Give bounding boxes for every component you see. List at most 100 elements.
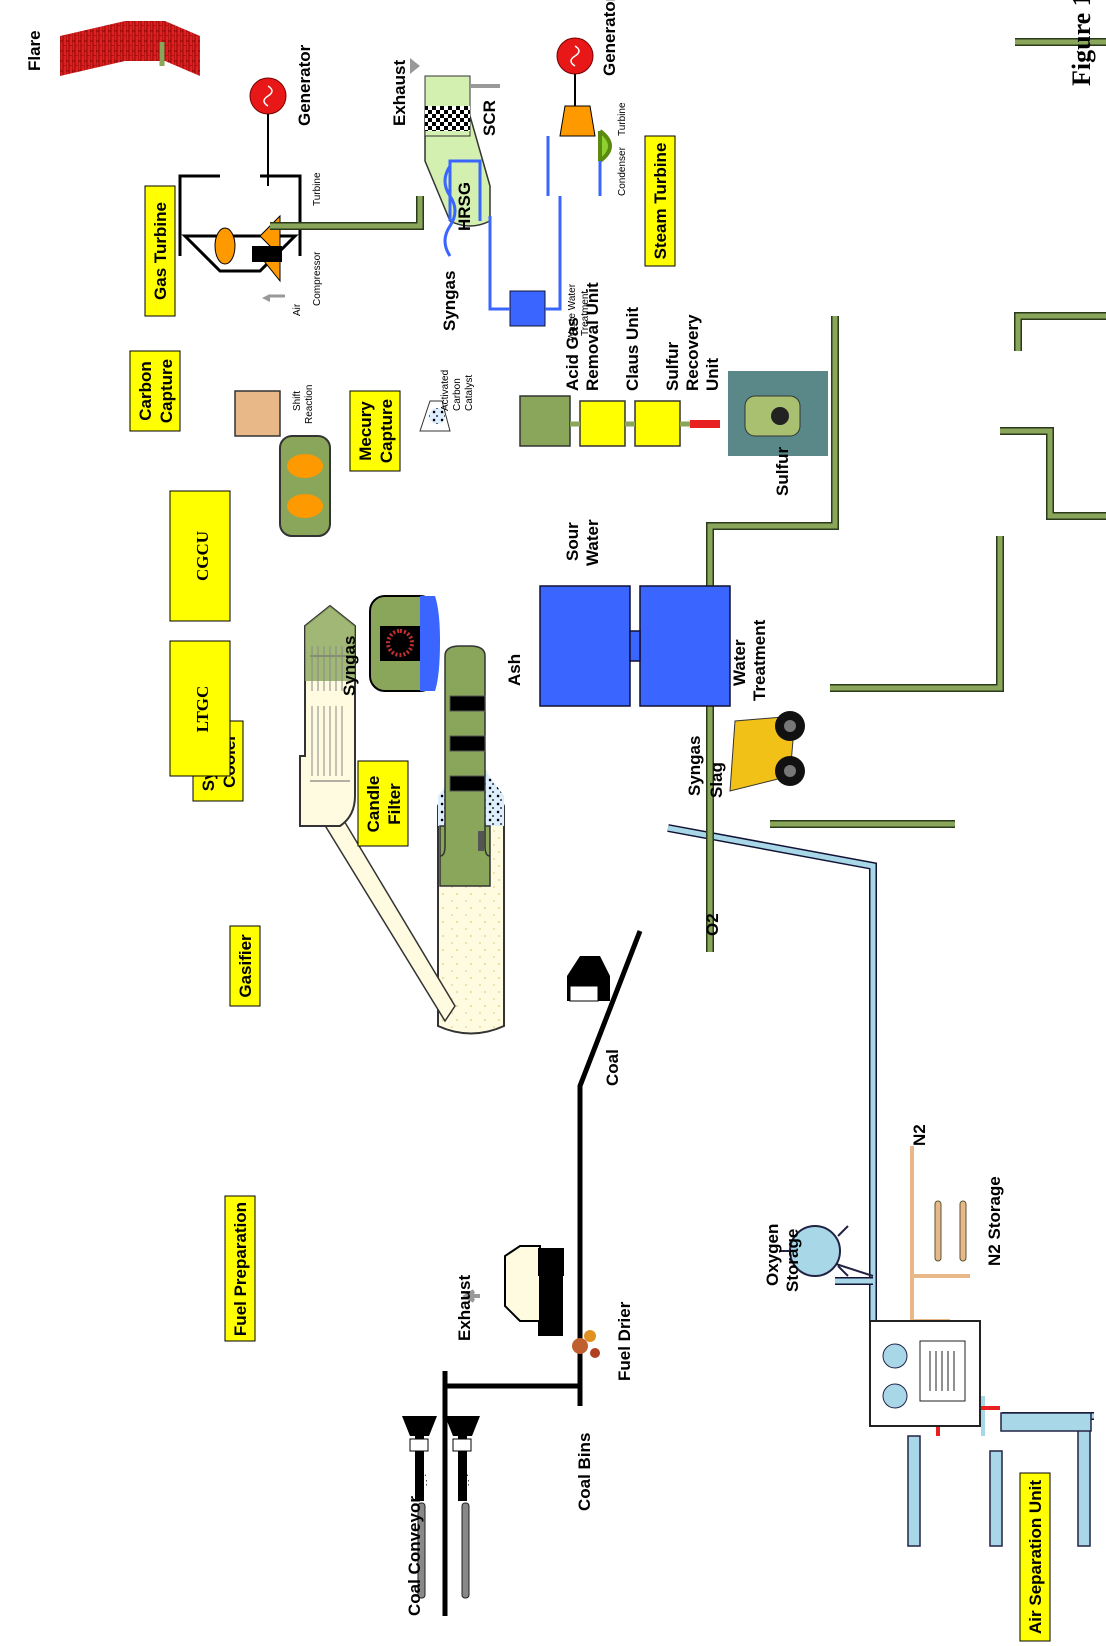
mercury-capture-bed — [419, 400, 451, 432]
label-oxygen-1: Oxygen — [763, 1224, 782, 1286]
coal-feed-hopper — [567, 956, 610, 1002]
label-n2-storage: N2 Storage — [985, 1176, 1004, 1266]
label-sru-3: Unit — [703, 358, 722, 391]
candle-filter-label-2: Filter — [385, 783, 404, 825]
oxygen-storage-sphere — [780, 1225, 874, 1277]
gas-turbine-label: Gas Turbine — [151, 202, 170, 300]
label-compressor: Compressor — [312, 251, 323, 306]
label-exhaust-hrsg: Exhaust — [390, 60, 409, 126]
label-box-gasifier: Gasifier — [229, 925, 261, 1007]
label-scr: SCR — [480, 100, 499, 136]
air-separation-label: Air Separation Unit — [1026, 1480, 1045, 1634]
svg-text:∴ ·: ∴ · — [462, 1474, 473, 1486]
cgcu-label: CGCU — [193, 531, 212, 581]
label-syngas-b: Syngas — [340, 636, 359, 696]
steam-turbine-label: Steam Turbine — [651, 143, 670, 260]
exhaust-hrsg-arrow — [410, 58, 420, 74]
label-sour-2: Water — [583, 519, 602, 566]
label-hrsg: HRSG — [455, 182, 474, 231]
label-oxygen-2: Storage — [783, 1229, 802, 1292]
carbon-capture-label-2: Capture — [157, 359, 176, 423]
label-box-carbon-capture: Carbon Capture — [129, 350, 181, 432]
candle-filter-label-1: Candle — [364, 776, 383, 833]
slag-truck — [729, 711, 805, 792]
label-water-1: Water — [730, 639, 749, 686]
label-syngas-a: Syngas — [685, 736, 704, 796]
label-box-gas-turbine: Gas Turbine — [144, 185, 176, 317]
label-condenser: Condenser — [617, 146, 628, 196]
label-water-2: Treatment — [750, 619, 769, 701]
steam-turbine-generator — [470, 37, 612, 196]
gasifier-label: Gasifier — [236, 934, 255, 998]
gt-to-hrsg-duct — [270, 196, 424, 230]
svg-text:∴ ·: ∴ · — [420, 1474, 431, 1486]
label-turbine-gt: Turbine — [312, 172, 323, 206]
syngas-cooler-vessel — [299, 604, 356, 827]
label-box-ltgc: LTGC — [169, 640, 231, 777]
gas-turbine-assembly — [178, 174, 302, 302]
mercury-capture-label-1: Mecury — [356, 401, 375, 461]
label-n2: N2 — [910, 1124, 929, 1146]
label-exhaust-fuel: Exhaust — [455, 1275, 474, 1341]
label-claus: Claus Unit — [623, 307, 642, 391]
label-air: Air — [292, 303, 303, 316]
label-sru-2: Recovery — [683, 314, 702, 391]
shift-reactor — [234, 390, 281, 437]
carbon-capture-label-1: Carbon — [136, 361, 155, 421]
acid-gas-removal-unit — [519, 395, 571, 447]
label-flare: Flare — [25, 30, 44, 71]
coal-conveyor: ∴ · ∴ · — [417, 1474, 473, 1599]
label-box-air-separation: Air Separation Unit — [1019, 1472, 1051, 1642]
label-shift-2: Reaction — [304, 385, 315, 424]
ltgc-label: LTGC — [193, 686, 212, 733]
hrsg-unit — [424, 75, 491, 227]
label-shift-1: Shift — [292, 391, 303, 411]
coal-bins — [402, 1416, 480, 1501]
label-agr-2: Removal Unit — [583, 282, 602, 391]
label-ww-2: Treatment — [580, 291, 591, 336]
candle-filter-vessel — [439, 645, 491, 887]
label-generator-gt: Generator — [295, 44, 314, 126]
label-fuel-drier: Fuel Drier — [615, 1301, 634, 1381]
label-ash: Ash — [505, 654, 524, 686]
flare-stack — [60, 21, 200, 76]
sulfur-loader-image — [728, 371, 828, 456]
exhaust-fuel-arrow — [462, 1289, 480, 1303]
label-slag: Slag — [707, 762, 726, 798]
n2-storage-tanks — [934, 1200, 967, 1262]
label-turbine-st: Turbine — [617, 102, 628, 136]
label-syngas-c: Syngas — [440, 271, 459, 331]
label-coal-bins: Coal Bins — [575, 1433, 594, 1511]
gt-generator — [249, 77, 287, 186]
air-separation-column — [907, 1412, 1092, 1547]
label-ww-1: Waste Water — [567, 283, 578, 341]
label-box-mercury-capture: Mecury Capture — [349, 390, 401, 472]
fuel-drier — [504, 1245, 600, 1358]
label-o2: O2 — [703, 913, 722, 936]
mercury-capture-label-2: Capture — [377, 399, 396, 463]
label-generator-st: Generator — [600, 0, 619, 76]
coal-line — [442, 930, 643, 1616]
label-coal: Coal — [603, 1049, 622, 1086]
label-box-cgcu: CGCU — [169, 490, 231, 622]
label-coal-conveyor: Coal Conveyor — [405, 1496, 424, 1616]
label-activated-1: Activated — [440, 370, 451, 411]
label-activated-2: Carbon — [452, 378, 463, 411]
label-activated-3: Catalyst — [464, 375, 475, 411]
ltgc-vessel — [369, 595, 440, 692]
label-sulfur: Sulfur — [773, 447, 792, 496]
waste-water-treatment — [488, 196, 562, 327]
air-separation-unit — [869, 1320, 981, 1427]
sulfur-recovery-unit — [634, 400, 681, 447]
diagram-labels: Coal Conveyor Coal Bins Exhaust Fuel Dri… — [25, 0, 1004, 1616]
sour-water-tanks — [539, 585, 731, 707]
claus-unit — [579, 400, 626, 447]
hrsg-coils — [443, 165, 457, 257]
label-box-fuel-preparation: Fuel Preparation — [224, 1195, 256, 1342]
fuel-preparation-label: Fuel Preparation — [231, 1202, 250, 1336]
figure-label: Figure 10 — [1067, 0, 1096, 86]
label-box-candle-filter: Candle Filter — [357, 760, 409, 847]
label-sru-1: Sulfur — [663, 342, 682, 391]
